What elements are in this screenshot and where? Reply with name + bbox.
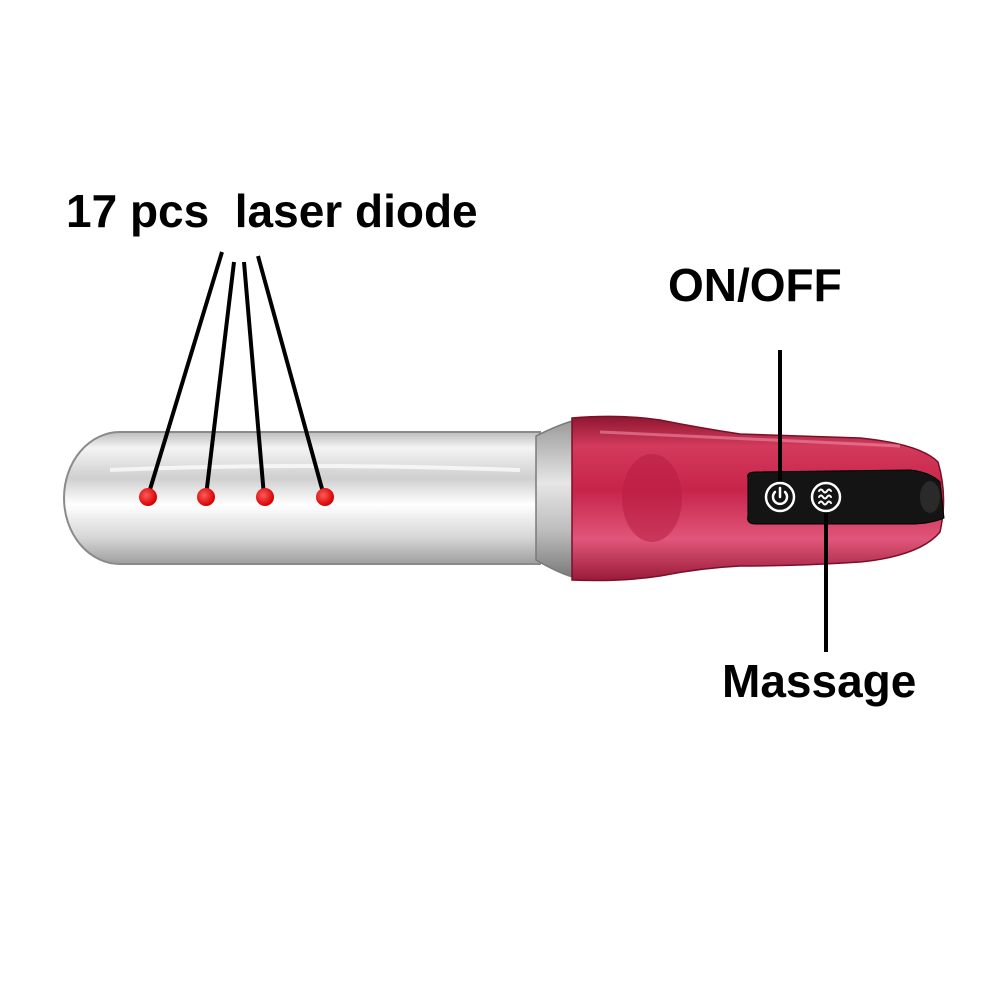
power-button[interactable] [764,481,796,513]
laser-diode [316,488,334,506]
on-off-label: ON/OFF [668,259,842,311]
laser-leader-lines [146,251,326,497]
metal-collar [535,419,577,579]
control-panel [747,469,945,525]
laser-diode [197,488,215,506]
massage-button[interactable] [810,481,842,513]
wave-icon [818,488,832,506]
laser-diode-label: 17 pcs laser diode [66,185,478,237]
laser-diodes [139,488,334,506]
laser-diode [139,488,157,506]
glass-tube [63,431,541,565]
massage-label: Massage [722,655,917,707]
power-icon [771,486,789,506]
laser-diode [256,488,274,506]
